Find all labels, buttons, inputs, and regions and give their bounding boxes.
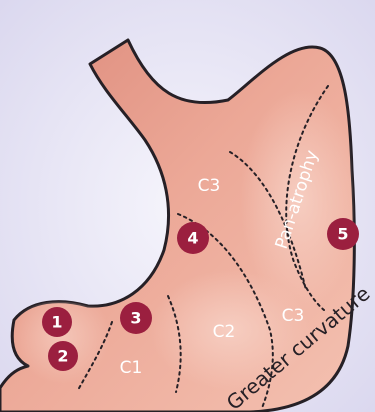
zone-label-c1: C1 [120, 358, 143, 378]
marker-2: 2 [48, 341, 78, 371]
svg-text:4: 4 [187, 229, 198, 248]
marker-5: 5 [327, 218, 359, 250]
svg-text:3: 3 [130, 309, 141, 328]
marker-1: 1 [42, 307, 72, 337]
marker-4: 4 [177, 222, 209, 254]
svg-text:1: 1 [51, 313, 62, 332]
zone-label-c3-upper: C3 [198, 176, 221, 196]
svg-text:5: 5 [337, 225, 348, 244]
zone-label-c2: C2 [213, 322, 236, 342]
marker-3: 3 [120, 302, 152, 334]
svg-text:2: 2 [57, 347, 68, 366]
zone-label-c3-lower: C3 [282, 306, 305, 326]
